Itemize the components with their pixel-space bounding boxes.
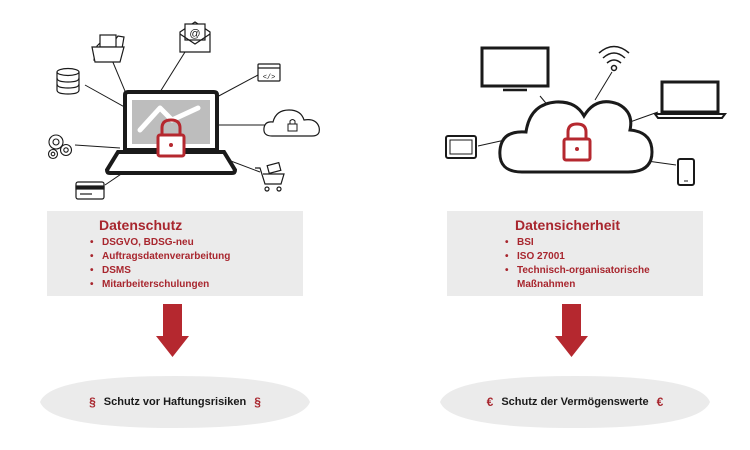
- datensicherheit-box: Datensicherheit • BSI • ISO 27001 • Technis…: [447, 211, 703, 296]
- tablet-icon: [445, 135, 477, 159]
- down-arrow-left: [156, 304, 189, 357]
- datenschutz-title: Datenschutz: [99, 217, 183, 233]
- list-item-text: Mitarbeiterschulungen: [102, 279, 210, 290]
- code-window-icon: </>: [257, 63, 281, 82]
- cloud-lock-icon: [263, 109, 320, 137]
- laptop-icon: [653, 80, 727, 119]
- datenschutz-box: Datenschutz • DSGVO, BDSG-neu • Auftragsda…: [47, 211, 303, 296]
- credit-card-icon: [75, 181, 105, 200]
- monitor-icon: [480, 46, 550, 92]
- list-item: • Mitarbeiterschulungen: [90, 278, 230, 292]
- list-item-text: BSI: [517, 237, 534, 248]
- paragraph-symbol-icon: §: [89, 395, 96, 409]
- gears-icon: [47, 134, 73, 160]
- list-item: • BSI: [505, 236, 650, 250]
- shopping-cart-icon: [255, 161, 285, 192]
- list-item-text-continued: Maßnahmen: [517, 279, 576, 290]
- svg-text:@: @: [189, 28, 200, 40]
- euro-symbol-icon: €: [486, 395, 494, 409]
- bullet-icon: •: [90, 279, 94, 290]
- result-left-text: Schutz vor Haftungsrisiken: [103, 396, 247, 408]
- result-shape-left: [40, 376, 310, 428]
- bullet-icon: •: [90, 265, 94, 276]
- database-icon: [56, 67, 80, 95]
- list-item: • DSMS: [90, 264, 230, 278]
- down-arrow-right: [555, 304, 588, 357]
- laptop-lock-icon: [104, 90, 238, 175]
- list-item: • DSGVO, BDSG-neu: [90, 236, 230, 250]
- bullet-icon: •: [505, 265, 509, 276]
- bullet-icon: •: [90, 237, 94, 248]
- bullet-icon: •: [90, 251, 94, 262]
- result-right: € Schutz der Vermögenswerte €: [440, 376, 710, 428]
- list-item-text: DSGVO, BDSG-neu: [102, 237, 194, 248]
- paragraph-symbol-icon: §: [254, 395, 261, 409]
- wifi-icon: [598, 45, 630, 72]
- datensicherheit-list: • BSI • ISO 27001 • Technisch-organisatoris…: [502, 236, 650, 292]
- bullet-icon: •: [505, 251, 509, 262]
- folder-icon: [91, 34, 125, 63]
- svg-text:</>: </>: [263, 74, 276, 82]
- smartphone-icon: [677, 158, 695, 186]
- email-icon: @: [179, 21, 211, 53]
- cloud-lock-icon: [498, 100, 654, 174]
- result-right-text: Schutz der Vermögenswerte: [501, 396, 649, 408]
- datensicherheit-title: Datensicherheit: [515, 217, 621, 233]
- list-item: • Auftragsdatenverarbeitung: [90, 250, 231, 264]
- result-left: § Schutz vor Haftungsrisiken §: [40, 376, 310, 428]
- result-shape-right: [440, 376, 710, 428]
- list-item-text: DSMS: [102, 265, 131, 276]
- bullet-icon: •: [505, 237, 509, 248]
- datenschutz-list: • DSGVO, BDSG-neu • Auftragsdatenverarbeit…: [87, 236, 230, 292]
- euro-symbol-icon: €: [656, 395, 664, 409]
- list-item: • ISO 27001: [505, 250, 650, 264]
- list-item-text: ISO 27001: [517, 251, 565, 262]
- list-item-text: Technisch-organisatorische: [517, 265, 650, 276]
- list-item-text: Auftragsdatenverarbeitung: [102, 251, 231, 262]
